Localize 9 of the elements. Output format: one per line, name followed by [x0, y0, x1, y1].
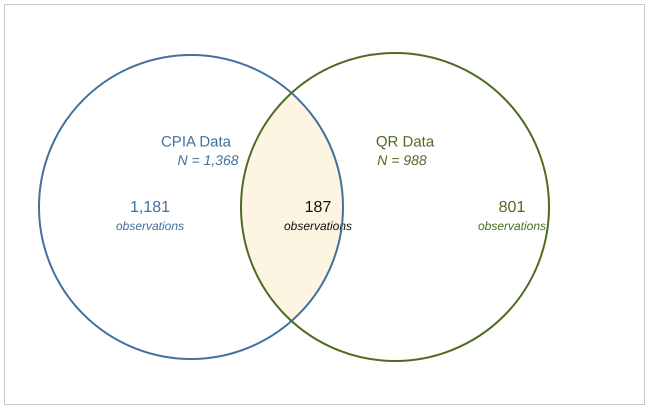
set-title: QR Data [376, 134, 434, 150]
set-size: N = 1,368 [177, 152, 239, 168]
count-value: 801 [498, 199, 526, 217]
count-caption: observations [116, 219, 184, 233]
count-caption: observations [478, 219, 546, 233]
count-value: 1,181 [130, 199, 170, 217]
set-title: CPIA Data [160, 134, 232, 150]
set-size: N = 988 [377, 152, 427, 168]
count-value: 187 [304, 199, 332, 217]
